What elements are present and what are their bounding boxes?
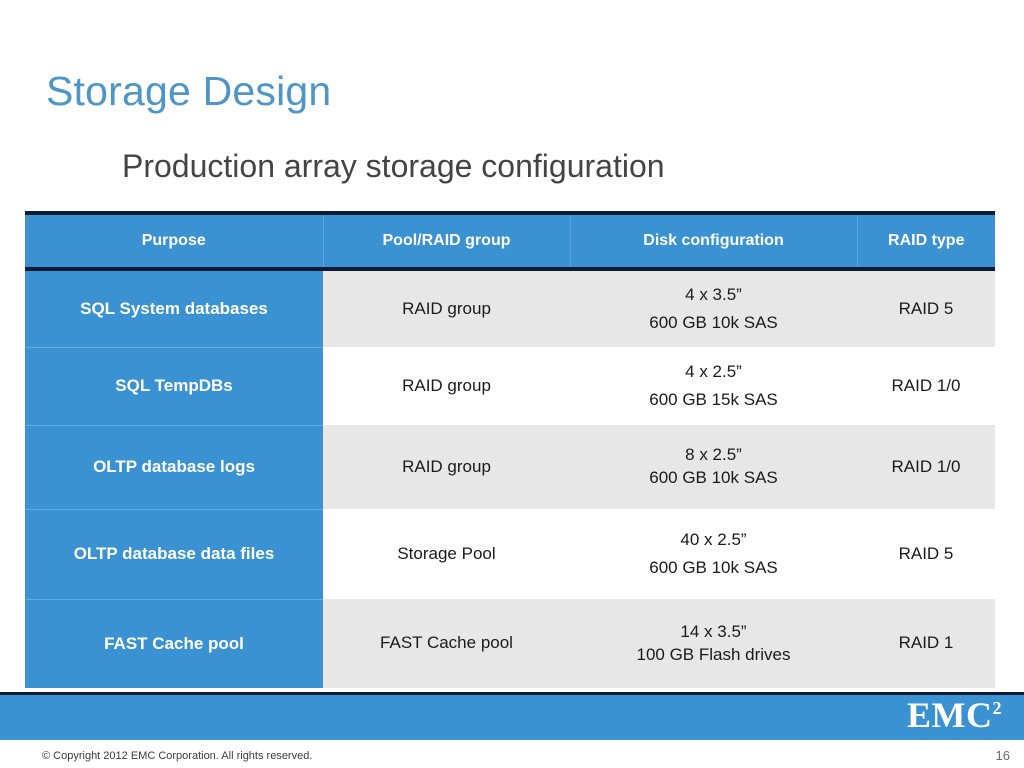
page-title: Storage Design — [46, 68, 332, 114]
disk-line-1: 8 x 2.5” — [685, 445, 742, 465]
footer-strip — [0, 740, 1024, 768]
emc-logo: EMC2 — [907, 697, 1002, 733]
cell-pool: FAST Cache pool — [323, 599, 570, 688]
cell-disk-configuration: 4 x 2.5” 600 GB 15k SAS — [570, 347, 857, 425]
cell-pool: Storage Pool — [323, 509, 570, 599]
footer-bar: EMC2 — [0, 692, 1024, 740]
table-row: OLTP database logs RAID group 8 x 2.5” 6… — [25, 425, 995, 510]
cell-disk-configuration: 8 x 2.5” 600 GB 10k SAS — [570, 425, 857, 509]
disk-line-1: 4 x 2.5” — [685, 361, 742, 381]
copyright-notice: © Copyright 2012 EMC Corporation. All ri… — [42, 750, 313, 762]
table-header-row: Purpose Pool/RAID group Disk configurati… — [25, 215, 995, 269]
table-row: OLTP database data files Storage Pool 40… — [25, 509, 995, 600]
emc-logo-text: EMC — [907, 695, 993, 735]
cell-purpose: SQL TempDBs — [25, 347, 323, 426]
disk-line-2: 600 GB 10k SAS — [649, 468, 778, 487]
cell-raid-type: RAID 5 — [857, 509, 995, 599]
disk-line-2: 600 GB 10k SAS — [649, 558, 778, 577]
cell-raid-type: RAID 1/0 — [857, 347, 995, 425]
table-row: FAST Cache pool FAST Cache pool 14 x 3.5… — [25, 599, 995, 688]
page-subtitle: Production array storage configuration — [122, 148, 665, 184]
disk-line-1: 4 x 3.5” — [685, 284, 742, 304]
cell-pool: RAID group — [323, 425, 570, 509]
column-header-purpose: Purpose — [25, 215, 324, 269]
table-row: SQL TempDBs RAID group 4 x 2.5” 600 GB 1… — [25, 347, 995, 426]
page-number: 16 — [995, 748, 1010, 763]
cell-raid-type: RAID 5 — [857, 269, 995, 347]
column-header-pool-raid-group: Pool/RAID group — [323, 215, 571, 269]
column-header-raid-type: RAID type — [857, 215, 995, 269]
disk-line-2: 600 GB 10k SAS — [649, 313, 778, 332]
cell-purpose: FAST Cache pool — [25, 599, 323, 688]
cell-purpose: OLTP database logs — [25, 425, 323, 510]
cell-disk-configuration: 14 x 3.5” 100 GB Flash drives — [570, 599, 857, 688]
disk-line-2: 100 GB Flash drives — [636, 644, 791, 664]
disk-line-2: 600 GB 15k SAS — [649, 390, 778, 409]
column-header-disk-configuration: Disk configuration — [570, 215, 858, 269]
table-header: Purpose Pool/RAID group Disk configurati… — [25, 215, 995, 269]
cell-purpose: SQL System databases — [25, 269, 323, 348]
emc-logo-superscript: 2 — [992, 698, 1002, 718]
cell-disk-configuration: 40 x 2.5” 600 GB 10k SAS — [570, 509, 857, 599]
cell-raid-type: RAID 1 — [857, 599, 995, 688]
cell-pool: RAID group — [323, 269, 570, 347]
cell-disk-configuration: 4 x 3.5” 600 GB 10k SAS — [570, 269, 857, 347]
disk-line-1: 40 x 2.5” — [680, 529, 747, 549]
table-row: SQL System databases RAID group 4 x 3.5”… — [25, 269, 995, 348]
cell-pool: RAID group — [323, 347, 570, 425]
cell-raid-type: RAID 1/0 — [857, 425, 995, 509]
disk-line-1: 14 x 3.5” — [680, 621, 747, 641]
table-body: SQL System databases RAID group 4 x 3.5”… — [25, 269, 995, 688]
cell-purpose: OLTP database data files — [25, 509, 323, 600]
storage-configuration-table: Purpose Pool/RAID group Disk configurati… — [25, 211, 995, 688]
